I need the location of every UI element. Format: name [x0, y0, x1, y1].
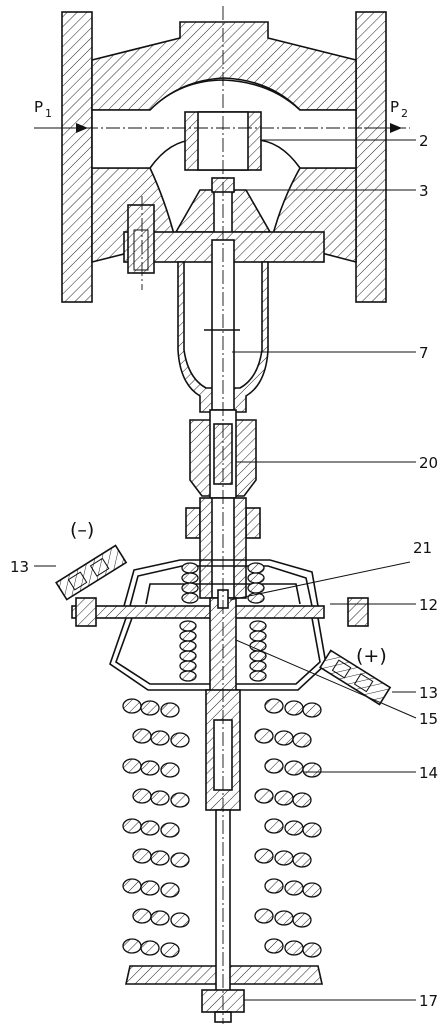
- left-flange: [61, 11, 93, 303]
- spring-coil: [160, 882, 180, 898]
- spring-coil: [140, 760, 160, 776]
- spring-coil: [302, 702, 322, 718]
- spring-coil: [302, 882, 322, 898]
- spring-coil: [132, 788, 152, 804]
- spring-coil: [254, 728, 274, 744]
- inner-spring-lower: [179, 620, 267, 682]
- label-part-2: 2: [419, 132, 429, 150]
- spring-coil: [264, 758, 284, 774]
- flange-bolt-right: [347, 597, 369, 627]
- connector-left: [55, 544, 128, 601]
- label-p2-main: P: [390, 98, 399, 116]
- label-p2-sub: 2: [401, 107, 408, 120]
- spring-bottom: [125, 809, 323, 1023]
- spring-coil: [122, 878, 142, 894]
- spring-coil: [264, 818, 284, 834]
- center-lines: [40, 6, 410, 1024]
- label-p2: P 2: [390, 98, 408, 120]
- spring-coil: [140, 820, 160, 836]
- label-p1-sub: 1: [45, 107, 52, 120]
- label-part-12: 12: [419, 596, 438, 614]
- spring-coil: [302, 822, 322, 838]
- spring-coil: [150, 850, 170, 866]
- diaphragm-actuator: [55, 544, 392, 706]
- upper-housing: [123, 559, 319, 607]
- label-plus: (+): [356, 645, 387, 667]
- connector-right: [319, 649, 392, 706]
- spring-coil: [132, 728, 152, 744]
- label-part-21: 21: [413, 539, 432, 557]
- spring-coil: [150, 730, 170, 746]
- label-p1: P 1: [34, 98, 52, 120]
- housing-wall: [177, 261, 269, 413]
- bonnet-bolt: [127, 204, 155, 274]
- flange-bolt-left: [75, 597, 97, 627]
- spring-coil: [292, 792, 312, 808]
- spring-coil: [122, 818, 142, 834]
- spring-coil: [284, 820, 304, 836]
- spring-coil: [292, 852, 312, 868]
- label-part-20: 20: [419, 454, 438, 472]
- spring-coil: [122, 758, 142, 774]
- spring-coil: [264, 878, 284, 894]
- spring-coil: [284, 880, 304, 896]
- spring-coil: [274, 730, 294, 746]
- spring-coil: [292, 732, 312, 748]
- flow-arrow-p2: [364, 123, 402, 133]
- spring-coil: [122, 938, 142, 954]
- actuator-flange: [71, 605, 325, 619]
- spring-coil: [132, 908, 152, 924]
- spring-coil: [254, 788, 274, 804]
- spring-coil: [160, 762, 180, 778]
- spring-coil: [132, 848, 152, 864]
- spring-coil: [160, 702, 180, 718]
- flow-arrow-p1: [34, 123, 88, 133]
- spring-coil: [160, 942, 180, 958]
- leader-15: [235, 639, 417, 719]
- spring-coil: [284, 700, 304, 716]
- spring-coil: [140, 940, 160, 956]
- spring-coil: [254, 848, 274, 864]
- leader-lines: [34, 139, 417, 1001]
- spring-coil: [284, 940, 304, 956]
- spring-coil: [264, 938, 284, 954]
- spring-coil: [284, 760, 304, 776]
- spring-coil: [302, 942, 322, 958]
- label-part-17: 17: [419, 992, 438, 1010]
- spring-coil: [140, 880, 160, 896]
- spring-coil: [150, 790, 170, 806]
- spring-coil: [274, 850, 294, 866]
- leader-21: [229, 561, 411, 601]
- spring-coil: [254, 908, 274, 924]
- spring-coil: [274, 790, 294, 806]
- label-part-13-left: 13: [10, 558, 29, 576]
- spring-coil: [150, 910, 170, 926]
- label-minus: (–): [70, 519, 94, 541]
- spring-coil: [160, 822, 180, 838]
- spring-coil: [292, 912, 312, 928]
- label-part-15: 15: [419, 710, 438, 728]
- inner-spring-upper: [181, 562, 265, 604]
- label-part-14: 14: [419, 764, 438, 782]
- spring-coil: [122, 698, 142, 714]
- spring-coil: [170, 912, 190, 928]
- spring-coil: [274, 910, 294, 926]
- spring-coil: [170, 732, 190, 748]
- spring-coil: [302, 762, 322, 778]
- spring-coil: [170, 792, 190, 808]
- spring-coil: [264, 698, 284, 714]
- label-p1-main: P: [34, 98, 43, 116]
- label-part-3: 3: [419, 182, 429, 200]
- right-flange: [355, 11, 387, 303]
- label-part-13-right: 13: [419, 684, 438, 702]
- label-part-7: 7: [419, 344, 429, 362]
- spring-coil: [140, 700, 160, 716]
- spring-coil: [170, 852, 190, 868]
